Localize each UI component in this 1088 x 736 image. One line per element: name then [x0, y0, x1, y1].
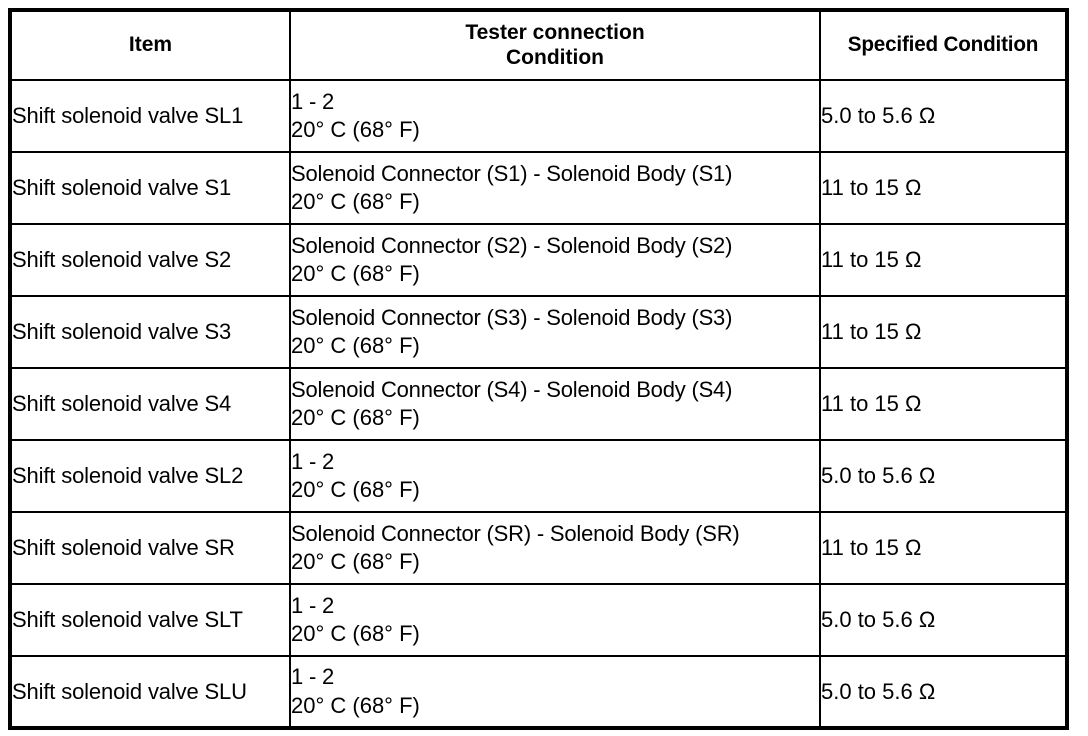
cell-specified-condition: 5.0 to 5.6 Ω — [819, 655, 1068, 729]
column-header-item-line-1: Item — [128, 33, 173, 57]
cell-tester-connection: Solenoid Connector (S4) - Solenoid Body … — [291, 376, 733, 402]
header-row: Item Tester connection Condition Specifi… — [9, 9, 1068, 81]
cell-tester-connection: Solenoid Connector (S3) - Solenoid Body … — [291, 304, 733, 330]
column-header-specified-condition-text: Specified Condition — [847, 33, 1039, 57]
cell-condition: Solenoid Connector (S1) - Solenoid Body … — [289, 151, 821, 225]
table-row: Shift solenoid valve S3 Solenoid Connect… — [9, 295, 1068, 369]
cell-item: Shift solenoid valve SL2 — [9, 439, 291, 513]
cell-temperature: 20° C (68° F) — [291, 549, 420, 574]
cell-condition: 1 - 2 20° C (68° F) — [289, 79, 821, 153]
cell-tester-connection: Solenoid Connector (SR) - Solenoid Body … — [291, 520, 740, 546]
cell-condition: 1 - 2 20° C (68° F) — [289, 439, 821, 513]
cell-tester-connection: Solenoid Connector (S1) - Solenoid Body … — [291, 160, 733, 186]
cell-tester-connection: Solenoid Connector (S2) - Solenoid Body … — [291, 232, 733, 258]
table-row: Shift solenoid valve S1 Solenoid Connect… — [9, 151, 1068, 225]
cell-condition: Solenoid Connector (SR) - Solenoid Body … — [289, 511, 821, 585]
table-row: Shift solenoid valve SL1 1 - 2 20° C (68… — [9, 79, 1068, 153]
cell-specified-condition: 5.0 to 5.6 Ω — [819, 439, 1068, 513]
cell-specified-condition: 11 to 15 Ω — [819, 151, 1068, 225]
cell-condition: Solenoid Connector (S3) - Solenoid Body … — [289, 295, 821, 369]
cell-item: Shift solenoid valve SL1 — [9, 79, 291, 153]
cell-temperature: 20° C (68° F) — [291, 692, 420, 718]
cell-specified-condition: 11 to 15 Ω — [819, 223, 1068, 297]
cell-specified-condition: 11 to 15 Ω — [819, 511, 1068, 585]
table-row: Shift solenoid valve SR Solenoid Connect… — [9, 511, 1068, 585]
column-header-condition-text: Tester connection Condition — [291, 21, 819, 71]
cell-item: Shift solenoid valve SLU — [9, 655, 291, 729]
cell-temperature: 20° C (68° F) — [291, 405, 420, 430]
table-row: Shift solenoid valve SLT 1 - 2 20° C (68… — [9, 583, 1068, 657]
cell-tester-connection: 1 - 2 — [291, 664, 335, 690]
column-header-condition: Tester connection Condition — [289, 9, 821, 81]
cell-item: Shift solenoid valve S1 — [9, 151, 291, 225]
column-header-condition-line-1: Tester connection — [465, 20, 645, 44]
cell-item: Shift solenoid valve S2 — [9, 223, 291, 297]
table-row: Shift solenoid valve SL2 1 - 2 20° C (68… — [9, 439, 1068, 513]
cell-item: Shift solenoid valve S4 — [9, 367, 291, 441]
table-row: Shift solenoid valve S4 Solenoid Connect… — [9, 367, 1068, 441]
cell-tester-connection: 1 - 2 — [291, 592, 335, 618]
table-header: Item Tester connection Condition Specifi… — [9, 9, 1068, 81]
cell-temperature: 20° C (68° F) — [291, 621, 420, 646]
column-header-specified-condition: Specified Condition — [819, 9, 1068, 81]
cell-condition: Solenoid Connector (S2) - Solenoid Body … — [289, 223, 821, 297]
cell-temperature: 20° C (68° F) — [291, 261, 420, 286]
cell-temperature: 20° C (68° F) — [291, 333, 420, 358]
cell-temperature: 20° C (68° F) — [291, 117, 420, 142]
cell-temperature: 20° C (68° F) — [291, 189, 420, 214]
cell-temperature: 20° C (68° F) — [291, 477, 420, 502]
solenoid-specification-table: Item Tester connection Condition Specifi… — [8, 8, 1069, 730]
cell-item: Shift solenoid valve SR — [9, 511, 291, 585]
cell-tester-connection: 1 - 2 — [291, 448, 335, 474]
table-body: Shift solenoid valve SL1 1 - 2 20° C (68… — [9, 79, 1068, 729]
table-row: Shift solenoid valve S2 Solenoid Connect… — [9, 223, 1068, 297]
cell-specified-condition: 5.0 to 5.6 Ω — [819, 583, 1068, 657]
cell-item: Shift solenoid valve SLT — [9, 583, 291, 657]
cell-condition: 1 - 2 20° C (68° F) — [289, 583, 821, 657]
cell-specified-condition: 11 to 15 Ω — [819, 295, 1068, 369]
table-row: Shift solenoid valve SLU 1 - 2 20° C (68… — [9, 655, 1068, 729]
column-header-item: Item — [9, 9, 291, 81]
cell-specified-condition: 5.0 to 5.6 Ω — [819, 79, 1068, 153]
cell-specified-condition: 11 to 15 Ω — [819, 367, 1068, 441]
cell-tester-connection: 1 - 2 — [291, 88, 335, 114]
column-header-item-text: Item — [12, 33, 289, 58]
cell-item: Shift solenoid valve S3 — [9, 295, 291, 369]
column-header-condition-line-2: Condition — [506, 45, 604, 69]
cell-condition: 1 - 2 20° C (68° F) — [289, 655, 821, 729]
cell-condition: Solenoid Connector (S4) - Solenoid Body … — [289, 367, 821, 441]
